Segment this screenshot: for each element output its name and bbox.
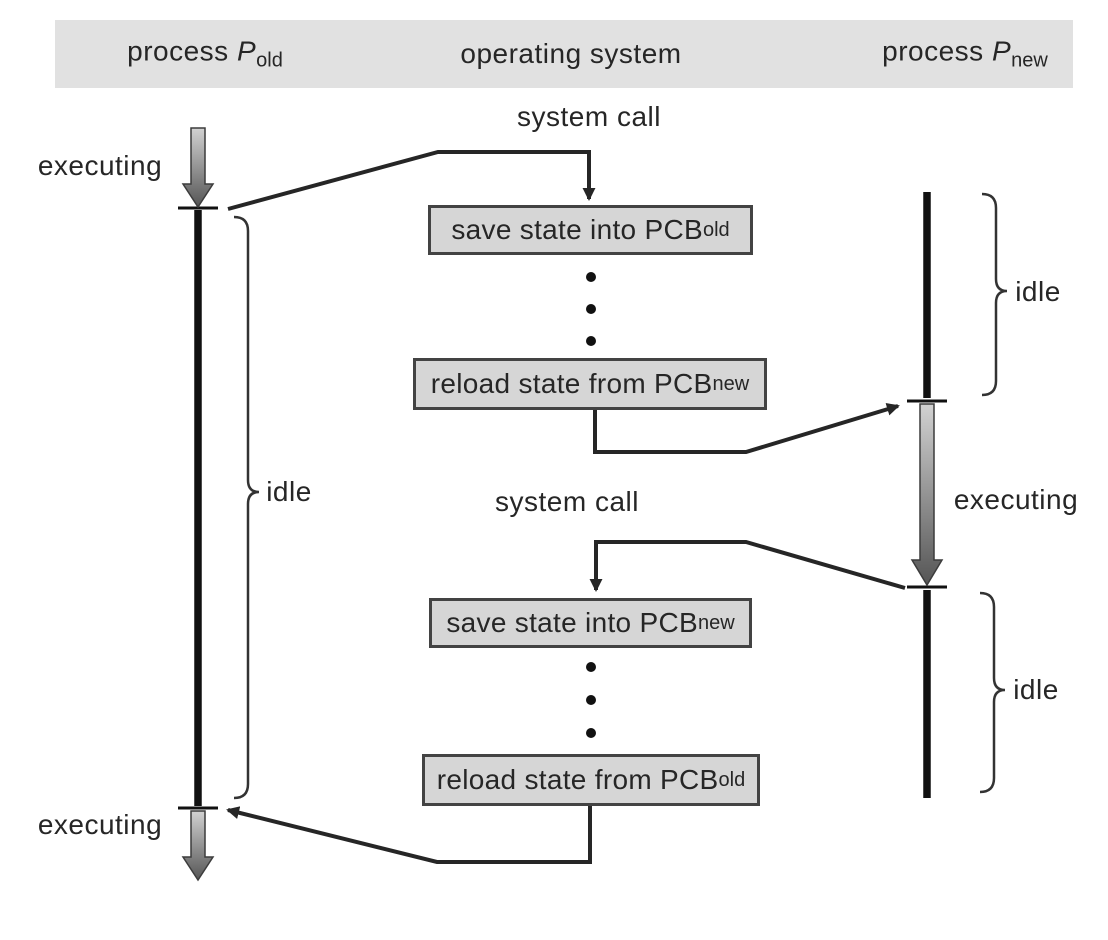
flow-line-resume-old xyxy=(226,806,592,864)
idle-label-old: idle xyxy=(266,476,312,507)
system-call-label-bottom: system call xyxy=(495,486,639,517)
idle-brace-old xyxy=(233,215,260,800)
header-process-old-sub: old xyxy=(256,49,283,72)
box-label-subscript: new xyxy=(712,372,750,395)
idle-brace-new-bottom xyxy=(979,591,1006,794)
header-process-old-var: P xyxy=(236,35,257,67)
box-label-subscript: old xyxy=(718,768,746,791)
header-process-new: process Pnew xyxy=(882,36,1048,73)
box-label: reload state from PCB xyxy=(430,368,713,399)
executing-label-old-bottom: executing xyxy=(37,809,163,840)
executing-arrow-new-icon xyxy=(910,403,944,587)
header-process-new-var: P xyxy=(991,35,1012,67)
ellipsis-dots-top xyxy=(586,272,596,346)
flow-line-system-call-2 xyxy=(589,540,906,592)
box-label: save state into PCB xyxy=(451,214,703,245)
idle-label-new-bottom: idle xyxy=(1013,674,1059,705)
header-process-new-text: process xyxy=(882,35,992,67)
box-label: save state into PCB xyxy=(446,607,698,638)
box-label-subscript: new xyxy=(697,611,735,634)
flow-line-resume-new xyxy=(593,402,900,454)
header-process-old-text: process xyxy=(127,35,237,67)
box-label-subscript: old xyxy=(702,218,730,241)
system-call-label-top: system call xyxy=(517,101,661,132)
header-operating-system-text: operating system xyxy=(460,38,682,69)
header-bar xyxy=(55,20,1073,88)
idle-label-new-top: idle xyxy=(1015,276,1061,307)
box-label: reload state from PCB xyxy=(436,764,719,795)
executing-arrow-old-bottom-icon xyxy=(181,810,215,882)
idle-brace-new-top xyxy=(981,192,1008,397)
header-process-new-sub: new xyxy=(1011,49,1048,72)
flow-line-system-call-1 xyxy=(227,150,596,211)
header-operating-system: operating system xyxy=(460,38,681,70)
header-process-old: process Pold xyxy=(127,36,283,73)
executing-label-new: executing xyxy=(953,484,1079,515)
executing-arrow-old-top-icon xyxy=(181,127,215,209)
ellipsis-dots-bottom xyxy=(586,662,596,738)
executing-label-old-top: executing xyxy=(37,150,163,181)
